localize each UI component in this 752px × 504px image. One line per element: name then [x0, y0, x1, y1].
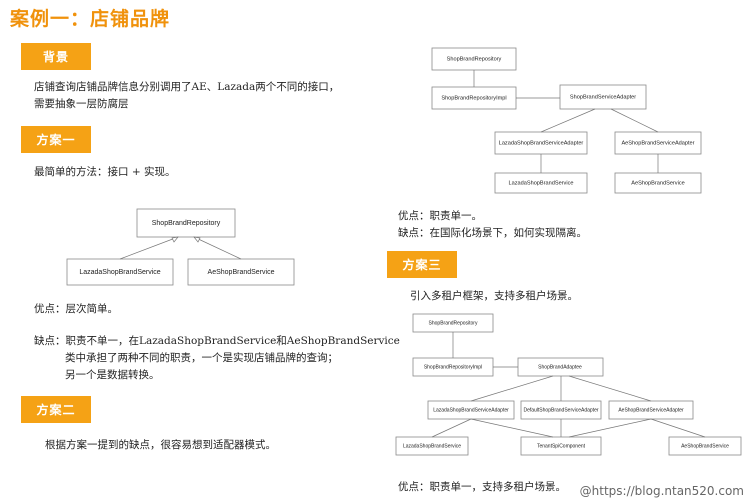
- plan1-cons-line3: 另一个是数据转换。: [65, 369, 160, 381]
- diagram-label-lazada-adapter: LazadaShopBrandServiceAdapter: [433, 407, 509, 413]
- background-tag: 背景: [21, 43, 91, 70]
- background-text-line1: 店铺查询店铺品牌信息分别调用了AE、Lazada两个不同的接口，: [34, 81, 340, 93]
- diagram-label-ae-adapter: AeShopBrandServiceAdapter: [621, 140, 694, 146]
- plan3-class-diagram: ShopBrandRepository ShopBrandRepositoryI…: [395, 313, 742, 456]
- diagram-arrowhead: [193, 236, 201, 243]
- diagram-label-adapter: ShopBrandAdaptee: [538, 364, 582, 370]
- plan2-cons: 缺点：在国际化场景下，如何实现隔离。: [398, 227, 587, 239]
- diagram-edge: [431, 418, 472, 438]
- diagram-label-lazada-adapter: LazadaShopBrandServiceAdapter: [499, 140, 584, 146]
- diagram-edge: [470, 418, 554, 438]
- watermark: @https://blog.ntan520.com: [579, 484, 744, 498]
- diagram-node-adapter: [559, 84, 647, 110]
- diagram-label-repository-impl: ShopBrandRepositoryImpl: [441, 95, 506, 101]
- diagram-edge: [650, 418, 706, 438]
- plan2-description: 根据方案一提到的缺点，很容易想到适配器模式。: [45, 439, 276, 451]
- diagram-edge: [119, 236, 179, 260]
- diagram-label-repository-impl: ShopBrandRepositoryImpl: [424, 364, 482, 370]
- diagram-edge: [193, 236, 242, 260]
- diagram-label-ae-service: AeShopBrandService: [208, 269, 275, 276]
- plan1-tag: 方案一: [21, 126, 91, 153]
- diagram-edge: [470, 375, 554, 402]
- diagram-label-repository: ShopBrandRepository: [429, 320, 478, 326]
- plan1-pros: 优点：层次简单。: [34, 303, 118, 315]
- diagram-label-tenant-component: TenantSpiComponent: [537, 443, 586, 449]
- plan1-description: 最简单的方法：接口 + 实现。: [34, 166, 176, 178]
- plan2-tag: 方案二: [21, 396, 91, 423]
- diagram-label-lazada-service: LazadaShopBrandService: [509, 180, 574, 186]
- diagram-node-lazada-service: [66, 258, 174, 286]
- diagram-edge: [568, 375, 652, 402]
- diagram-node-ae-service: [187, 258, 295, 286]
- diagram-label-repository: ShopBrandRepository: [447, 56, 502, 62]
- diagram-arrowhead: [171, 236, 179, 243]
- diagram-label-default-adapter: DefaultShopBrandServiceAdapter: [523, 407, 598, 413]
- plan1-class-diagram: ShopBrandRepository LazadaShopBrandServi…: [66, 208, 295, 286]
- diagram-label-ae-service: AeShopBrandService: [681, 443, 729, 449]
- diagram-edge: [540, 108, 596, 133]
- plan1-cons-line2: 类中承担了两种不同的职责，一个是实现店铺品牌的查询；: [65, 352, 338, 364]
- diagram-edge: [610, 108, 659, 133]
- plan1-cons-line1: 缺点：职责不单一，在LazadaShopBrandService和AeShopB…: [34, 335, 400, 347]
- diagram-edge: [568, 418, 652, 438]
- plan3-tag: 方案三: [387, 251, 457, 278]
- plan2-pros: 优点：职责单一。: [398, 210, 482, 222]
- diagram-label-ae-service: AeShopBrandService: [631, 180, 685, 186]
- diagram-label-lazada-service: LazadaShopBrandService: [79, 269, 160, 276]
- plan3-description: 引入多租户框架，支持多租户场景。: [410, 290, 578, 302]
- diagram-label-repository: ShopBrandRepository: [152, 220, 221, 227]
- plan2-class-diagram: ShopBrandRepository ShopBrandRepositoryI…: [431, 47, 702, 194]
- plan3-pros: 优点：职责单一，支持多租户场景。: [398, 481, 566, 493]
- diagram-label-adapter: ShopBrandServiceAdapter: [570, 94, 636, 100]
- diagram-node-repository: [136, 208, 236, 238]
- page-title: 案例一：店铺品牌: [10, 8, 171, 30]
- diagram-label-ae-adapter: AeShopBrandServiceAdapter: [618, 407, 684, 413]
- background-text-line2: 需要抽象一层防腐层: [34, 98, 129, 110]
- diagram-label-lazada-service: LazadaShopBrandService: [403, 443, 461, 449]
